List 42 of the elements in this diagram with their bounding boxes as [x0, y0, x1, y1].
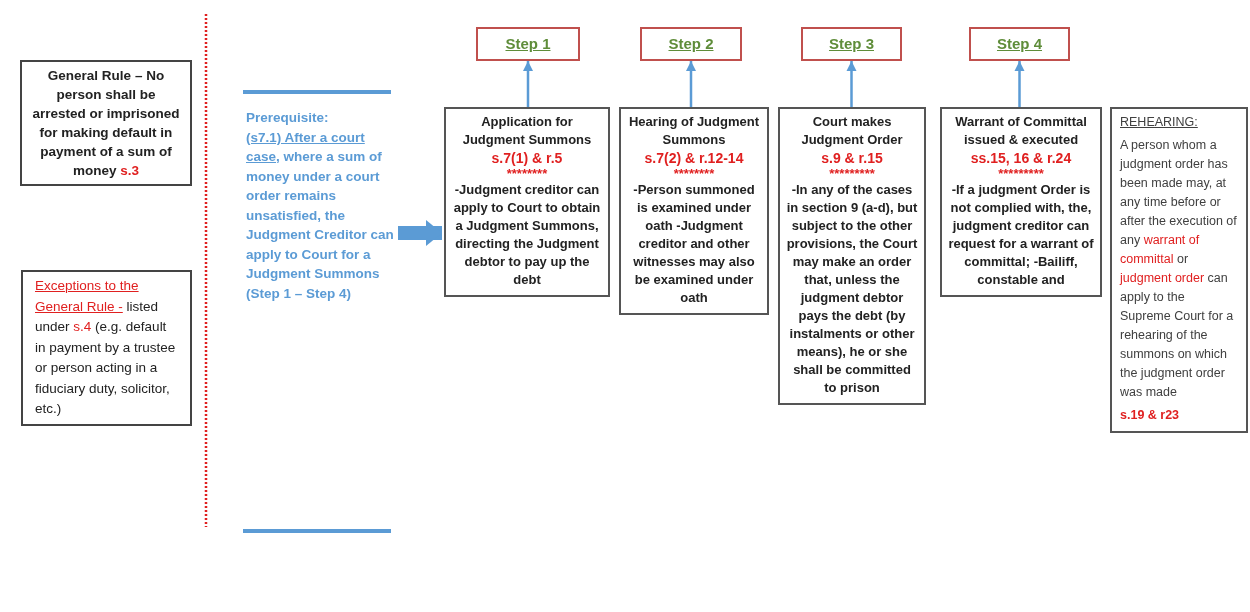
section-reference: s.7(2) & r.12-14	[643, 149, 745, 167]
arrow	[846, 61, 857, 107]
step-box	[801, 27, 902, 61]
heading: REHEARING:	[1120, 114, 1199, 131]
heading: Application for Judgment Summons	[461, 113, 593, 149]
step-label: Step 3	[829, 33, 874, 54]
step-box	[444, 107, 610, 297]
step-box	[940, 107, 1102, 297]
section-reference: ss.15, 16 & r.24	[969, 149, 1073, 167]
rehearing-text: A person whom a judgment order has been made may, at any time before or after the execution of any warrant of committal or judgment order can apply to the Supreme Court for a rehearing of the summons on which the judgment order was made	[1120, 137, 1238, 401]
arrow	[686, 61, 696, 107]
asterisk-divider: *********	[828, 167, 876, 181]
heading: Prerequisite:	[246, 109, 330, 127]
step-label: Step 2	[668, 33, 714, 54]
arrow	[523, 61, 533, 107]
step-box	[778, 107, 926, 405]
prerequisite-text: (s7.1) After a court case, where a sum of money under a court order remains unsatisfied, the Judgment Creditor can apply to Court for a Judgment Summons (Step 1 – Step 4)	[246, 128, 395, 303]
section-reference: s.9 & r.15	[820, 149, 884, 167]
step-label: Step 1	[505, 33, 551, 54]
section-reference: s.19 & r23	[1120, 407, 1181, 424]
step-label: Step 4	[997, 33, 1042, 54]
rule-text: General Rule – No person shall be arrested or imprisoned for making default in payment of a sum of money s.3	[31, 67, 181, 180]
description-text: -In any of the cases in section 9 (a-d), but subject to the other provisions, the Court may make an order that, unless the judgment debtor pays the debt (by instalments or other means), he or she shall be committed to prison	[786, 181, 918, 397]
arrow	[1014, 61, 1025, 107]
step-box	[476, 27, 580, 61]
heading: Warrant of Committal issued & executed	[954, 113, 1088, 149]
rehearing-box	[1110, 107, 1248, 433]
heading: Court makes Judgment Order	[800, 113, 904, 149]
description-text: -If a judgment Order is not complied with, the, judgment creditor can request for a warrant of committal; -Bailiff, constable and	[948, 181, 1094, 289]
section-reference: s.7(1) & r.5	[490, 149, 564, 167]
exceptions-box	[21, 270, 192, 426]
step-box	[640, 27, 742, 61]
step-box	[619, 107, 769, 315]
asterisk-divider: ********	[672, 167, 716, 181]
block-arrow	[398, 220, 442, 246]
asterisk-divider: ********	[505, 167, 549, 181]
asterisk-divider: *********	[997, 167, 1045, 181]
heading: Hearing of Judgment Summons	[628, 113, 760, 149]
description-text: -Person summoned is examined under oath -Judgment creditor and other witnesses may also be examined under oath	[632, 181, 756, 307]
description-text: -Judgment creditor can apply to Court to obtain a Judgment Summons, directing the Judgment debtor to pay up the debt	[452, 181, 602, 289]
exceptions-text: Exceptions to the General Rule - listed under s.4 (e.g. default in payment by a trustee or person acting in a fiduciary duty, solicitor, etc.)	[35, 277, 177, 418]
step-box	[969, 27, 1070, 61]
